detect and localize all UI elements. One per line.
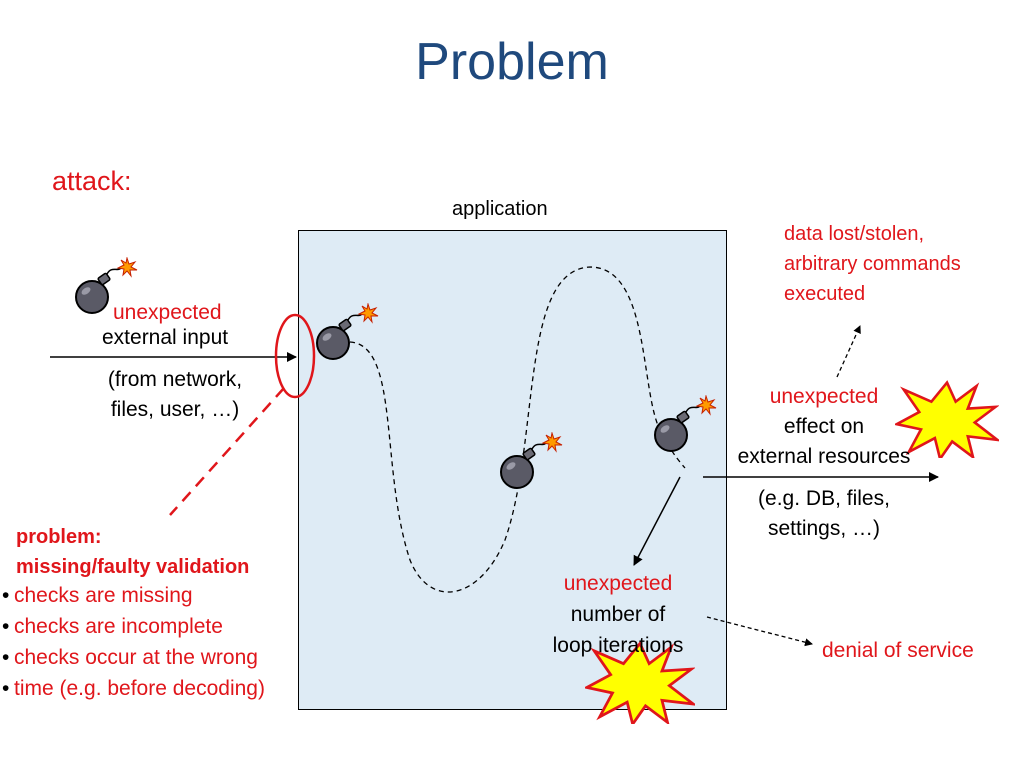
- problem-subheading: missing/faulty validation: [16, 556, 250, 578]
- list-item: checks are missing: [2, 580, 302, 611]
- input-label-external: external input: [102, 326, 229, 349]
- dos-label: denial of service: [822, 639, 974, 662]
- problem-pointer: [169, 387, 285, 516]
- input-source-1: (from network,: [107, 368, 243, 391]
- loop-line-3: loop iterations: [552, 634, 684, 657]
- loop-line-2: number of: [570, 603, 666, 626]
- list-item: time (e.g. before decoding): [2, 673, 302, 704]
- data-lost-arrow: [836, 325, 861, 378]
- bomb-icon: [316, 303, 379, 360]
- problem-list: checks are missing checks are incomplete…: [2, 580, 302, 704]
- attack-label: attack:: [52, 166, 132, 196]
- effect-line-2: effect on: [783, 415, 865, 438]
- list-item: checks are incomplete: [2, 611, 302, 642]
- bomb-icon: [500, 432, 563, 489]
- data-lost-line-3: executed: [784, 283, 866, 305]
- application-label: application: [452, 198, 548, 220]
- problem-heading: problem:: [16, 526, 102, 548]
- input-source-2: files, user, …): [110, 398, 240, 421]
- list-item: checks occur at the wrong: [2, 642, 302, 673]
- bomb-icon: [654, 395, 717, 452]
- page-title: Problem: [415, 33, 609, 91]
- effect-line-5: settings, …): [767, 517, 881, 540]
- data-lost-line-2: arbitrary commands: [784, 253, 961, 275]
- effect-line-4: (e.g. DB, files,: [758, 487, 890, 510]
- loop-line-1: unexpected: [563, 572, 673, 595]
- execution-path: [349, 266, 686, 593]
- effect-line-3: external resources: [737, 445, 911, 468]
- loop-arrow: [633, 476, 681, 566]
- dos-arrow: [706, 616, 813, 647]
- effect-line-1: unexpected: [769, 385, 879, 408]
- data-lost-line-1: data lost/stolen,: [784, 223, 925, 245]
- entry-highlight: [274, 313, 316, 399]
- input-label-unexpected: unexpected: [113, 301, 222, 324]
